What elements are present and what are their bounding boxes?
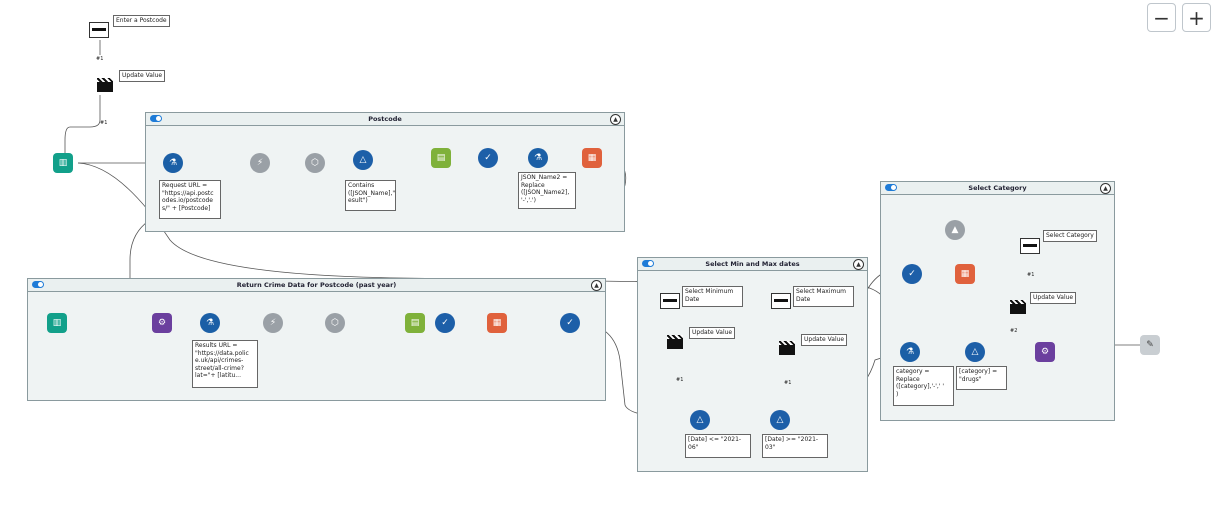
filter-note: Contains ([JSON_Name],"r esult") <box>345 180 396 211</box>
json-parse-icon[interactable]: ⬡ <box>325 313 345 333</box>
select-check-icon[interactable]: ✓ <box>435 313 455 333</box>
container-title: Return Crime Data for Postcode (past yea… <box>236 281 397 289</box>
formula-flask-icon[interactable]: ⚗ <box>163 153 183 173</box>
cross-tab-icon[interactable]: ▦ <box>487 313 507 333</box>
filter-icon[interactable]: △ <box>770 410 790 430</box>
append-fields-gears-icon[interactable]: ⚙ <box>152 313 172 333</box>
filter-note: [Date] <= "2021- 06" <box>685 434 751 458</box>
filter-note: [category] = "drugs" <box>956 366 1007 390</box>
enter-postcode-label: Enter a Postcode <box>113 15 170 27</box>
cross-tab-icon[interactable]: ▦ <box>582 148 602 168</box>
formula-note: Request URL = "https://api.postc odes.io… <box>159 180 221 219</box>
action-clapper-icon[interactable] <box>97 78 113 92</box>
action-clapper-icon[interactable] <box>667 335 683 349</box>
anchor-label: #1 <box>96 56 104 62</box>
select-max-date-label: Select Maximum Date <box>793 286 854 307</box>
toggle-switch[interactable] <box>885 184 897 191</box>
container-title: Select Category <box>968 184 1027 192</box>
collapse-button[interactable]: ▲ <box>1100 183 1111 194</box>
cross-tab-icon[interactable]: ▦ <box>955 264 975 284</box>
macro-input-book-icon[interactable]: ▥ <box>53 153 73 173</box>
update-value-label: Update Value <box>689 327 736 339</box>
collapse-button[interactable]: ▲ <box>853 259 864 270</box>
summarize-icon[interactable]: ▲ <box>945 220 965 240</box>
text-to-columns-icon[interactable]: ▤ <box>405 313 425 333</box>
text-to-columns-icon[interactable]: ▤ <box>431 148 451 168</box>
toggle-switch[interactable] <box>642 260 654 267</box>
anchor-label: #1 <box>1027 272 1035 278</box>
filter-note: [Date] >= "2021- 03" <box>762 434 828 458</box>
zoom-in-button[interactable]: + <box>1182 3 1211 32</box>
formula-note: JSON_Name2 = Replace ([JSON_Name2], '-',… <box>518 172 576 209</box>
select-check-icon[interactable]: ✓ <box>902 264 922 284</box>
anchor-label: #2 <box>1010 328 1018 334</box>
anchor-label: #1 <box>784 380 792 386</box>
download-lightning-icon[interactable]: ⚡ <box>263 313 283 333</box>
formula-flask-icon[interactable]: ⚗ <box>900 342 920 362</box>
update-value-label: Update Value <box>801 334 848 346</box>
action-clapper-icon[interactable] <box>779 341 795 355</box>
container-crime-data[interactable]: Return Crime Data for Postcode (past yea… <box>27 278 606 401</box>
select-min-date-label: Select Minimum Date <box>682 286 743 307</box>
container-title: Select Min and Max dates <box>705 260 800 268</box>
date-picker-icon[interactable] <box>771 293 791 309</box>
collapse-button[interactable]: ▲ <box>610 114 621 125</box>
select-check-icon[interactable]: ✓ <box>478 148 498 168</box>
macro-input-book-icon[interactable]: ▥ <box>47 313 67 333</box>
formula-flask-icon[interactable]: ⚗ <box>200 313 220 333</box>
filter-icon[interactable]: △ <box>965 342 985 362</box>
select-check-icon[interactable]: ✓ <box>560 313 580 333</box>
formula-flask-icon[interactable]: ⚗ <box>528 148 548 168</box>
filter-icon[interactable]: △ <box>353 150 373 170</box>
filter-icon[interactable]: △ <box>690 410 710 430</box>
text-box-icon[interactable] <box>89 22 109 38</box>
formula-note: Results URL = "https://data.polic e.uk/a… <box>192 340 258 388</box>
select-category-label: Select Category <box>1043 230 1097 242</box>
anchor-label: #1 <box>676 377 684 383</box>
toggle-switch[interactable] <box>32 281 44 288</box>
collapse-button[interactable]: ▲ <box>591 280 602 291</box>
update-value-label: Update Value <box>1030 292 1077 304</box>
update-value-label: Update Value <box>119 70 166 82</box>
date-picker-icon[interactable] <box>660 293 680 309</box>
formula-note: category = Replace ([category],'-',' ' ) <box>893 366 954 406</box>
anchor-label: #1 <box>100 120 108 126</box>
container-title: Postcode <box>368 115 402 123</box>
append-fields-gears-icon[interactable]: ⚙ <box>1035 342 1055 362</box>
macro-output-icon[interactable]: ✎ <box>1140 335 1160 355</box>
dropdown-icon[interactable] <box>1020 238 1040 254</box>
toggle-switch[interactable] <box>150 115 162 122</box>
action-clapper-icon[interactable] <box>1010 300 1026 314</box>
json-parse-icon[interactable]: ⬡ <box>305 153 325 173</box>
download-lightning-icon[interactable]: ⚡ <box>250 153 270 173</box>
zoom-out-button[interactable]: − <box>1147 3 1176 32</box>
